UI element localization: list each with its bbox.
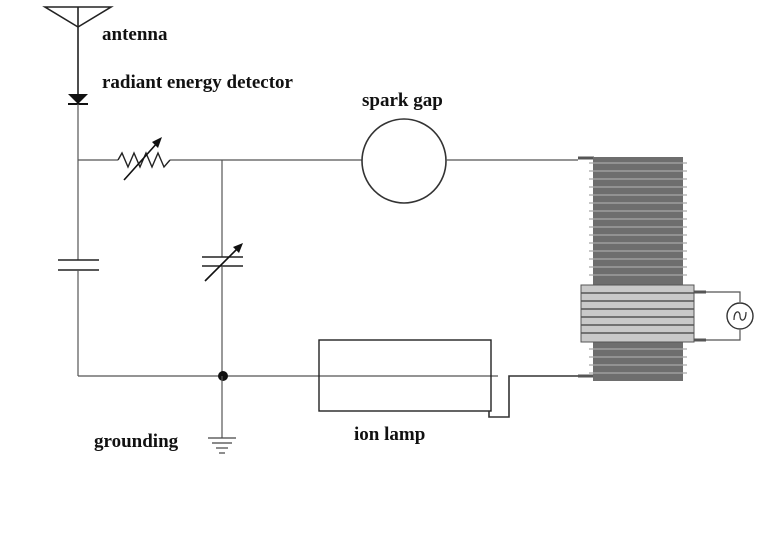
output-wire-top	[706, 291, 741, 302]
ground-icon	[208, 437, 236, 454]
detector-label: radiant energy detector	[102, 72, 294, 93]
ion-lamp-label: ion lamp	[354, 424, 425, 445]
output-wire-bottom	[706, 330, 741, 341]
lamp-icon	[726, 302, 754, 330]
spark-gap-icon	[361, 118, 447, 204]
lamp-to-coil-wire	[488, 375, 578, 418]
capacitor-icon	[58, 259, 99, 271]
coil-icon	[580, 157, 695, 381]
junction-dot	[218, 371, 228, 381]
spark-gap-label: spark gap	[362, 90, 443, 111]
variable-resistor-icon	[117, 137, 171, 181]
ion-lamp-icon	[318, 339, 492, 412]
diode-icon	[68, 94, 88, 105]
antenna-label: antenna	[102, 24, 168, 45]
grounding-label: grounding	[94, 431, 179, 452]
antenna-icon	[42, 6, 114, 28]
